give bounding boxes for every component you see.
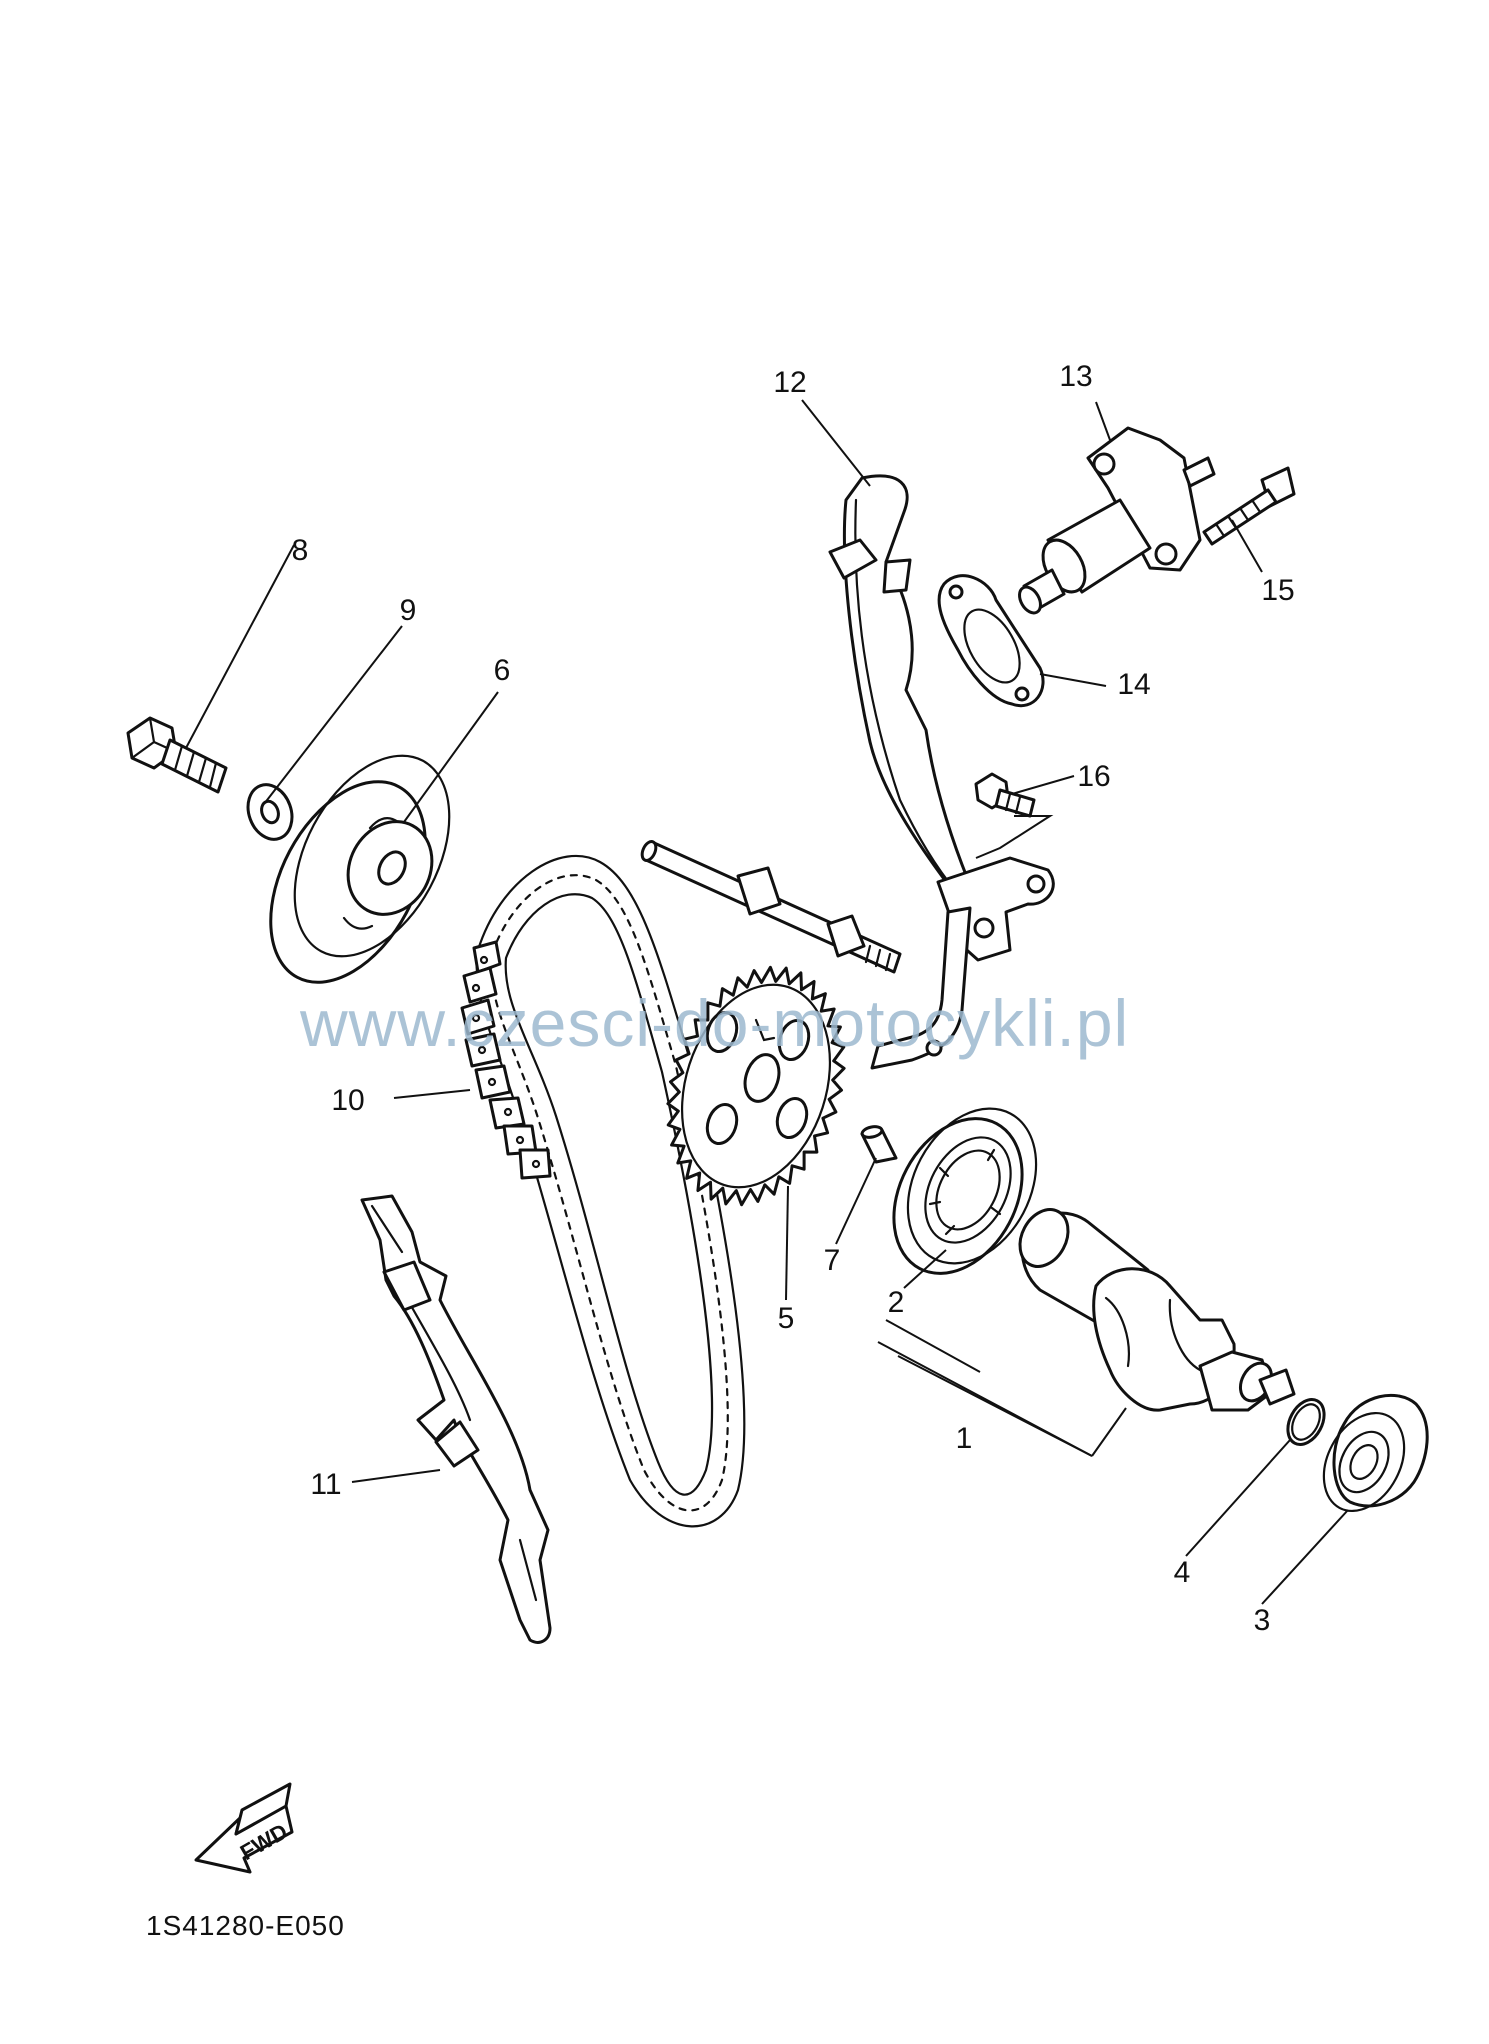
- washer-part-9: [246, 783, 294, 841]
- callout-11: 11: [310, 1468, 341, 1501]
- watermark-text: www.czesci-do-motocykli.pl: [299, 986, 1129, 1060]
- callout-13: 13: [1059, 360, 1092, 393]
- camshaft-part-1: [1018, 1208, 1296, 1412]
- callout-labels: 1 2 3 4 5 6 7 8 9 10 11 12 13 14 15 16: [292, 360, 1295, 1637]
- callout-16: 16: [1077, 760, 1110, 793]
- diagram-code: 1S41280-E050: [146, 1910, 345, 1941]
- dowel-pin-part-7: [860, 1125, 898, 1164]
- callout-5: 5: [778, 1302, 795, 1335]
- callout-15: 15: [1261, 574, 1294, 607]
- bolt-part-8: [126, 716, 228, 794]
- callout-9: 9: [400, 594, 417, 627]
- o-ring-part-4: [1286, 1398, 1326, 1446]
- bolt-part-15: [1202, 466, 1296, 546]
- callout-7: 7: [824, 1244, 841, 1277]
- callout-1: 1: [956, 1422, 973, 1455]
- callout-4: 4: [1174, 1556, 1191, 1589]
- plate-part-6: [269, 754, 451, 984]
- callout-2: 2: [888, 1286, 905, 1319]
- leader-lines: [185, 399, 1349, 1605]
- shaft-rod: [640, 840, 902, 974]
- callout-3: 3: [1254, 1604, 1271, 1637]
- callout-14: 14: [1117, 668, 1150, 701]
- callout-8: 8: [292, 534, 309, 567]
- fwd-arrow-icon: FWD: [194, 1782, 294, 1874]
- sprocket-part-5: [666, 965, 846, 1207]
- tensioner-guide-part-11: [360, 1194, 552, 1644]
- callout-6: 6: [494, 654, 511, 687]
- bolt-part-16: [974, 772, 1036, 818]
- chain-part-10: [460, 940, 552, 1180]
- cam-chain-loop: [475, 854, 746, 1528]
- bearing-part-2: [892, 1107, 1038, 1275]
- bearing-part-3: [1322, 1393, 1429, 1513]
- callout-10: 10: [331, 1084, 364, 1117]
- chain-guide-part-12: [828, 474, 1055, 1070]
- callout-12: 12: [773, 366, 806, 399]
- chain-tensioner-part-13: [1018, 426, 1216, 615]
- gasket-part-14: [937, 574, 1045, 708]
